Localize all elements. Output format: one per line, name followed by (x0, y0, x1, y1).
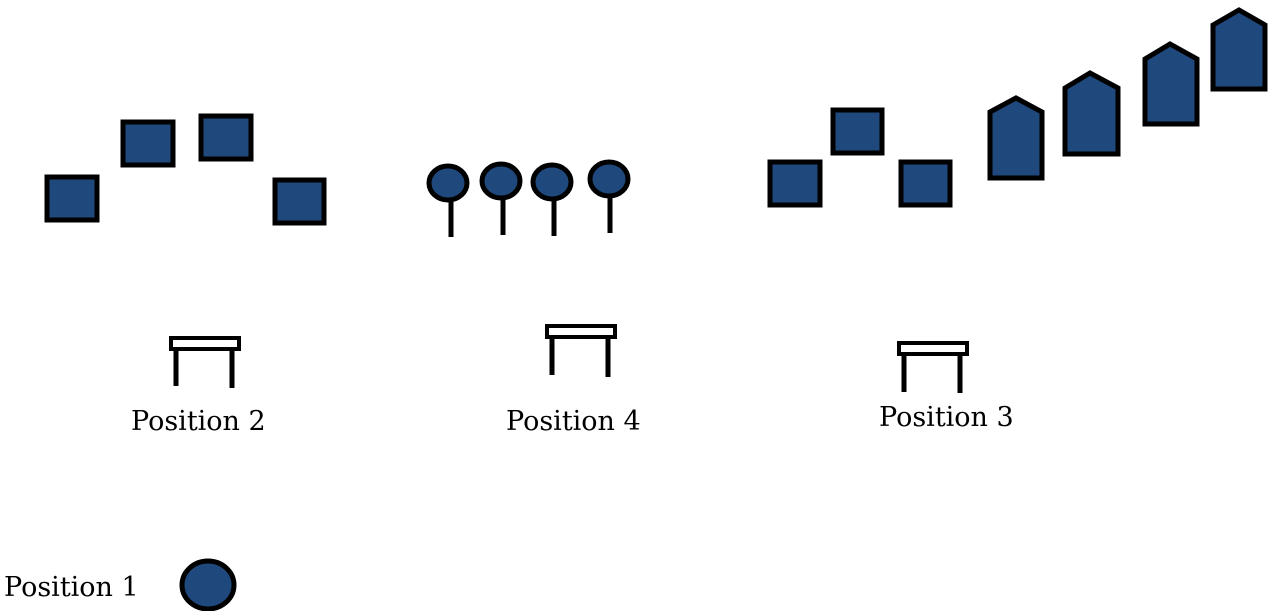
lollipop-head (530, 162, 574, 202)
square-marker (767, 159, 823, 208)
square-marker (272, 177, 327, 226)
table-icon-position-4 (545, 324, 617, 377)
square-marker (830, 107, 885, 156)
square-marker (198, 113, 254, 162)
position-4-group (426, 159, 631, 237)
square-marker (44, 174, 100, 223)
pentagon-marker (1210, 7, 1268, 92)
position-3-squares-group (767, 107, 953, 208)
position-2-label: Position 2 (131, 406, 266, 437)
position-2-group (44, 113, 327, 226)
table-icon-position-2 (169, 336, 241, 388)
position-4-label: Position 4 (506, 406, 641, 437)
position-3-label: Position 3 (879, 402, 1014, 433)
lollipop-head (426, 163, 470, 203)
lollipop-head (479, 161, 523, 201)
position-1-label: Position 1 (4, 572, 139, 603)
pentagon-marker (1142, 41, 1200, 127)
lollipop-head (587, 159, 631, 199)
table-icon-position-3 (897, 341, 969, 393)
position-1-circle (179, 558, 237, 611)
square-marker (898, 159, 953, 208)
position-3-pentagons-group (987, 7, 1268, 181)
pentagon-marker (987, 95, 1045, 181)
pentagon-marker (1062, 70, 1121, 157)
square-marker (120, 119, 176, 168)
